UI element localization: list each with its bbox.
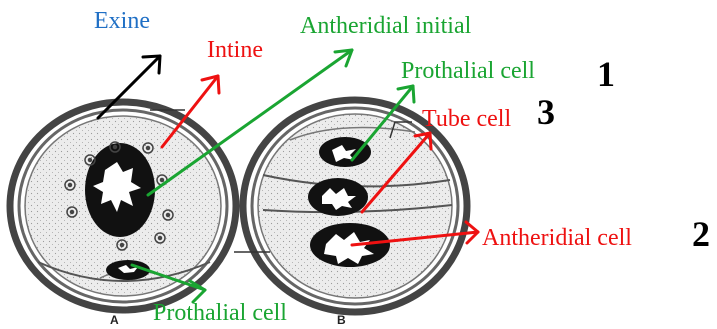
figure-a-letter: A <box>110 313 119 327</box>
number-1-label: 1 <box>597 54 615 94</box>
exine-label: Exine <box>94 8 150 34</box>
pollen-grain-a <box>10 102 236 310</box>
prothalial-cell-bottom-label: Prothalial cell <box>153 300 287 326</box>
tube-cell-label: Tube cell <box>422 106 511 132</box>
figure-b-letter: B <box>337 313 346 327</box>
antheridial-initial-label: Antheridial initial <box>300 13 472 39</box>
antheridial-cell-label: Antheridial cell <box>482 225 632 251</box>
intine-label: Intine <box>207 37 263 63</box>
prothalial-cell-top-label: Prothalial cell <box>401 58 535 84</box>
number-3-label: 3 <box>537 92 555 132</box>
number-2-label: 2 <box>692 214 710 254</box>
